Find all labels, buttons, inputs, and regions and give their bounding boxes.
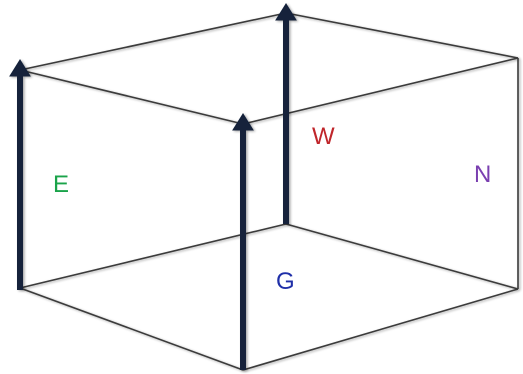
arrow-left-corner [9, 59, 31, 290]
arrow-front-corner [232, 113, 254, 370]
edge-bottom-front-left [19, 287, 244, 371]
edge-bottom-back-left [19, 223, 287, 289]
label-ground: G [276, 268, 295, 295]
edge-top-back-left [19, 12, 287, 71]
edge-bottom-back-right [285, 223, 519, 290]
vertical-arrows [9, 3, 297, 370]
box-edges [19, 12, 519, 371]
arrow-back-corner [275, 3, 297, 224]
edge-top-front-left [19, 69, 244, 125]
label-north: N [474, 161, 491, 188]
label-west: W [312, 123, 335, 150]
label-east: E [53, 171, 69, 198]
edge-bottom-front-right [242, 288, 519, 371]
edge-top-back-right [285, 12, 519, 59]
